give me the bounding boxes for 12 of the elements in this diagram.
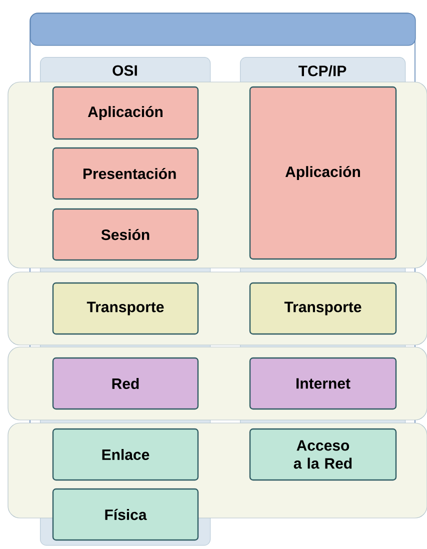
layer-box: Internet	[249, 357, 397, 410]
layer-box: Transporte	[249, 282, 397, 335]
layer-box: Acceso a la Red	[249, 428, 397, 481]
layer-box: Presentación	[52, 147, 199, 200]
title-bar	[30, 13, 416, 46]
layer-box: Física	[52, 488, 199, 541]
layer-box: Transporte	[52, 282, 199, 335]
layer-box: Red	[52, 357, 199, 410]
layer-box: Aplicación	[52, 86, 199, 140]
layer-box: Sesión	[52, 208, 199, 261]
layer-box: Aplicación	[249, 86, 397, 260]
layer-box: Enlace	[52, 428, 199, 481]
